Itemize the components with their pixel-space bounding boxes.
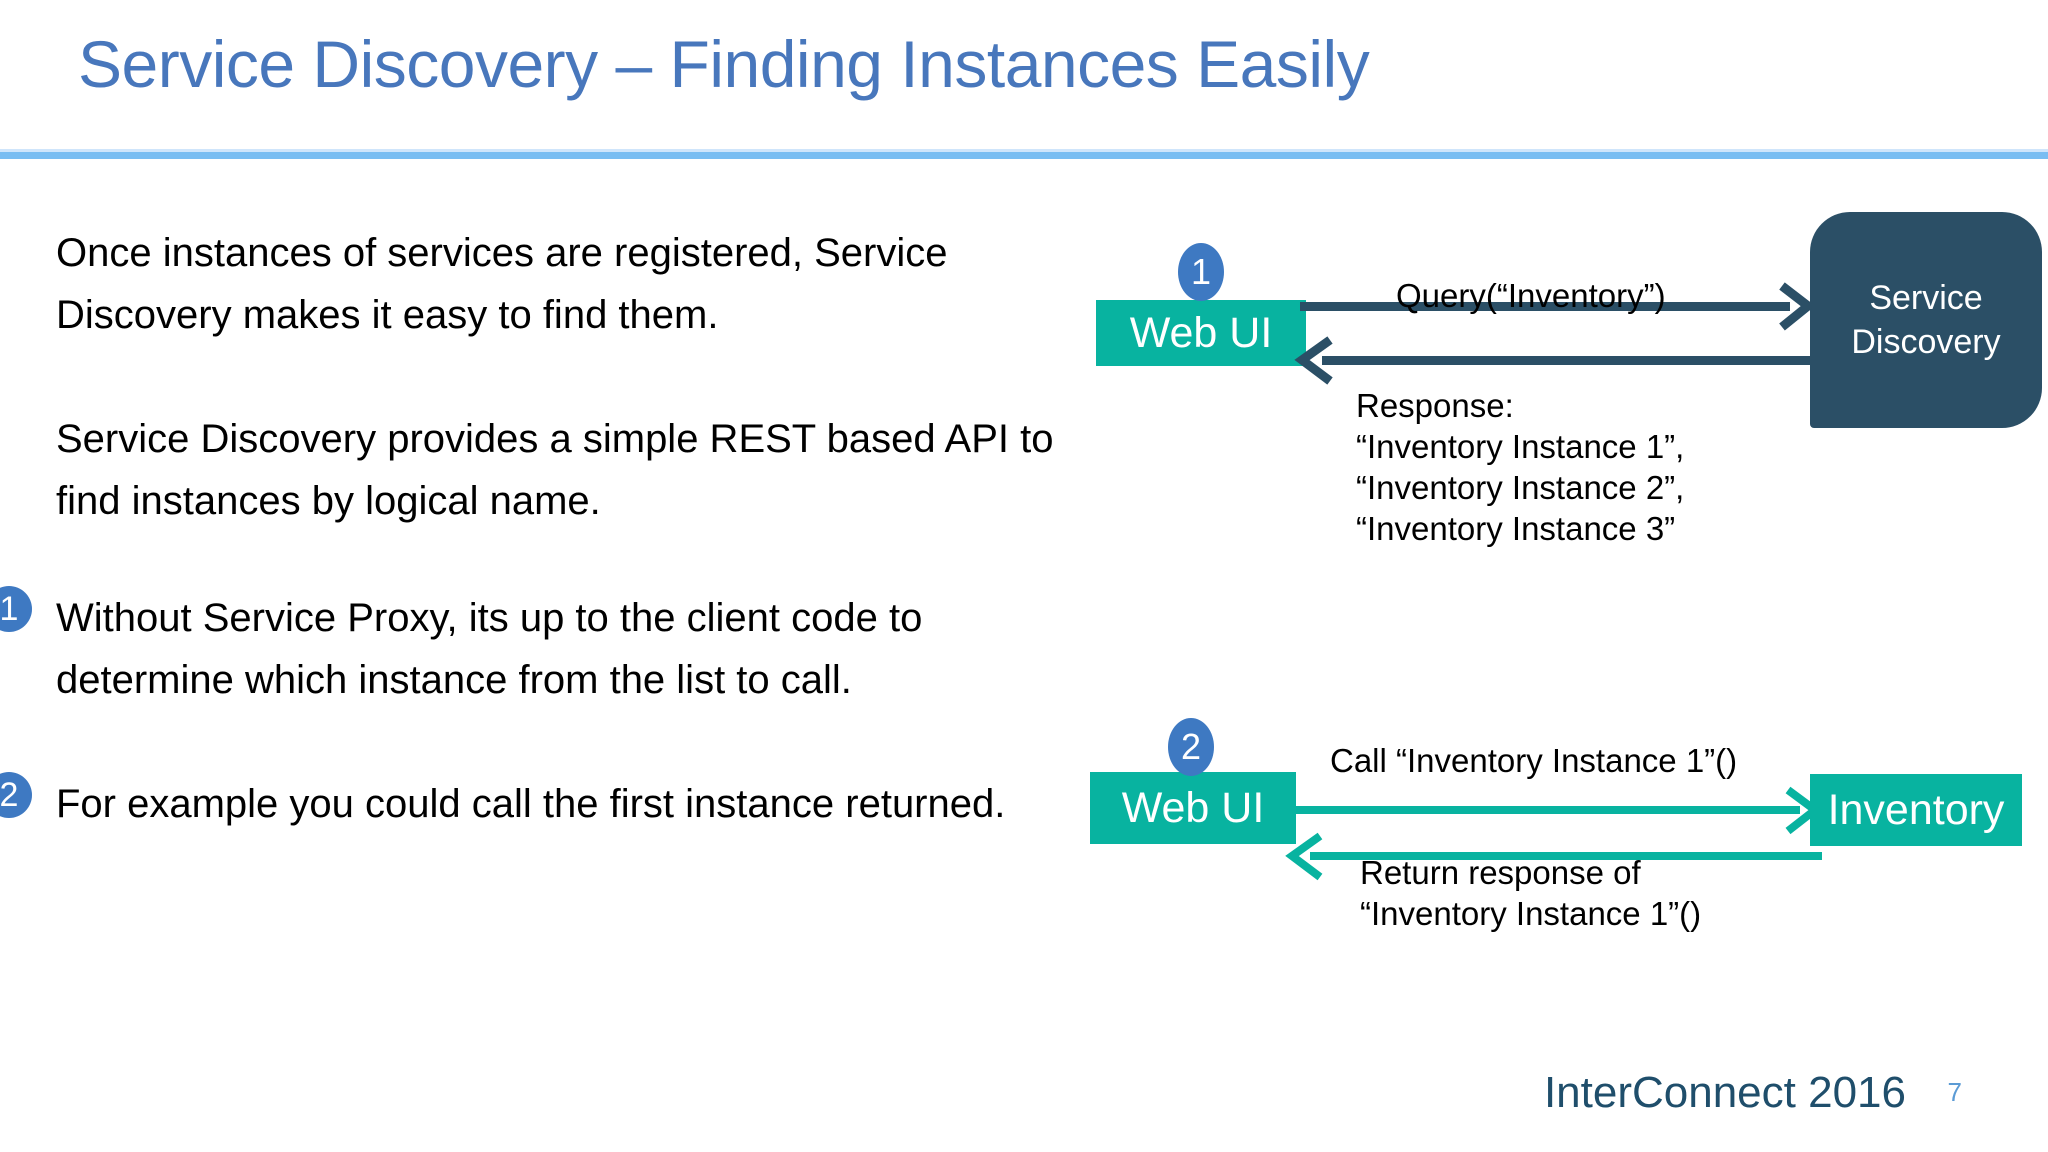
paragraph-rest-api: Service Discovery provides a simple REST… (56, 417, 1054, 523)
diagram1-response-label: Response: “Inventory Instance 1”, “Inven… (1356, 387, 1685, 547)
title-divider (0, 152, 2048, 159)
diagram2-step-badge: 2 (1168, 718, 1214, 776)
title-divider-hairline (0, 149, 2048, 152)
paragraph-intro: Once instances of services are registere… (56, 231, 948, 337)
list-item: Without Service Proxy, its up to the cli… (56, 596, 923, 702)
diagram2-request-label: Call “Inventory Instance 1”() (1330, 742, 1738, 779)
diagram1-step-badge: 1 (1178, 243, 1224, 301)
diagram2-inventory-node: Inventory (1810, 774, 2022, 846)
page-title: Service Discovery – Finding Instances Ea… (78, 27, 1370, 101)
diagram1-webui-node: Web UI (1096, 300, 1306, 366)
diagram1-request-arrow (1300, 282, 1816, 331)
diagram1-arrows (1294, 282, 1818, 385)
diagram2-response-arrow (1285, 832, 1822, 881)
list-badge-2: 2 (0, 772, 32, 818)
diagram1-request-label: Query(“Inventory”) (1396, 277, 1666, 314)
diagram2-arrows (1285, 786, 1822, 881)
diagram1-response-arrow (1294, 336, 1818, 385)
diagram2-webui-node: Web UI (1090, 772, 1296, 844)
diagram2-request-arrow (1288, 786, 1822, 835)
list-item: For example you could call the first ins… (56, 782, 1006, 826)
diagram1-service-discovery-node: Service Discovery (1810, 212, 2042, 428)
page-number: 7 (1947, 1077, 1962, 1107)
list-badge-1: 1 (0, 586, 32, 632)
footer-brand: InterConnect 2016 (1543, 1068, 1906, 1117)
diagram2-response-label: Return response of “Inventory Instance 1… (1360, 854, 1702, 932)
